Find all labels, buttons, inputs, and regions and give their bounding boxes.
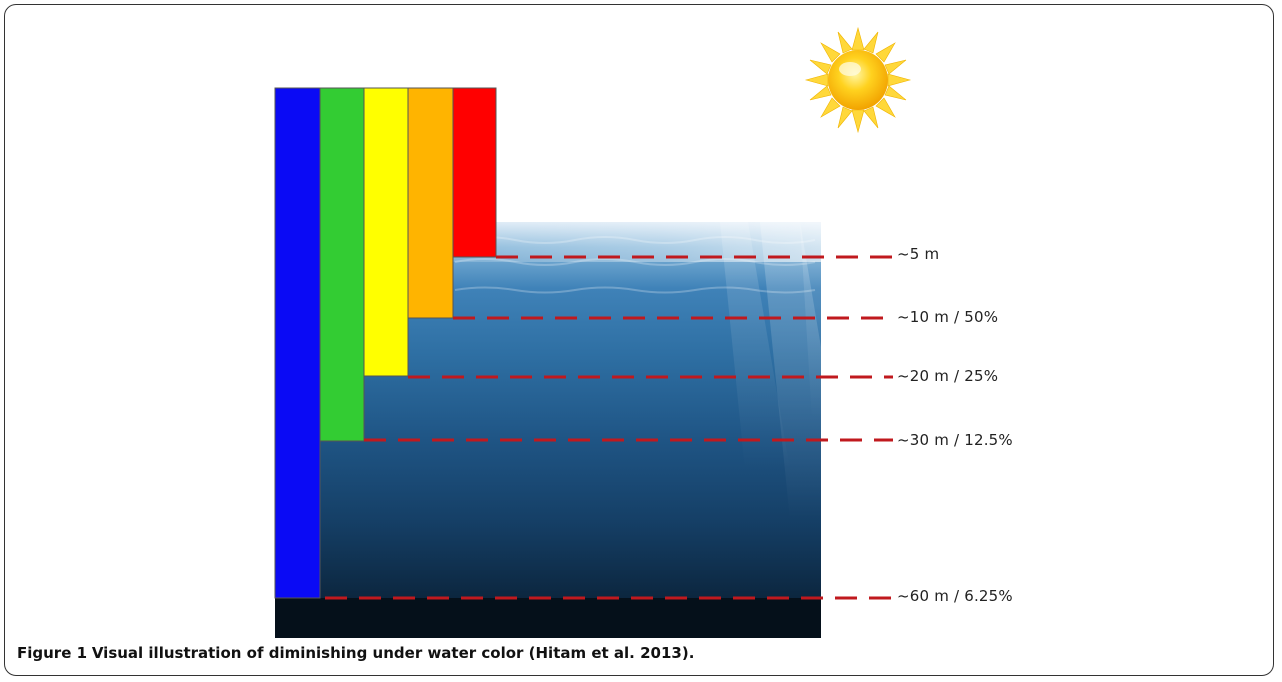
bar-yellow [363,87,409,377]
sun-icon [804,26,912,134]
depth-label-60m: ~60 m / 6.25% [897,587,1013,605]
figure-caption: Figure 1 Visual illustration of diminish… [17,644,694,662]
depth-label-5m: ~5 m [897,245,940,263]
depth-lines [325,255,893,600]
depth-label-30m: ~30 m / 12.5% [897,431,1013,449]
bar-orange [407,87,454,319]
caption-number: Figure 1 [17,644,88,662]
depth-label-20m: ~20 m / 25% [897,367,999,385]
bar-red [452,87,497,258]
color-bars [274,87,497,599]
depth-label-10m: ~10 m / 50% [897,308,999,326]
bar-blue [274,87,321,599]
bar-green [319,87,365,442]
caption-text: Visual illustration of diminishing under… [91,644,695,662]
